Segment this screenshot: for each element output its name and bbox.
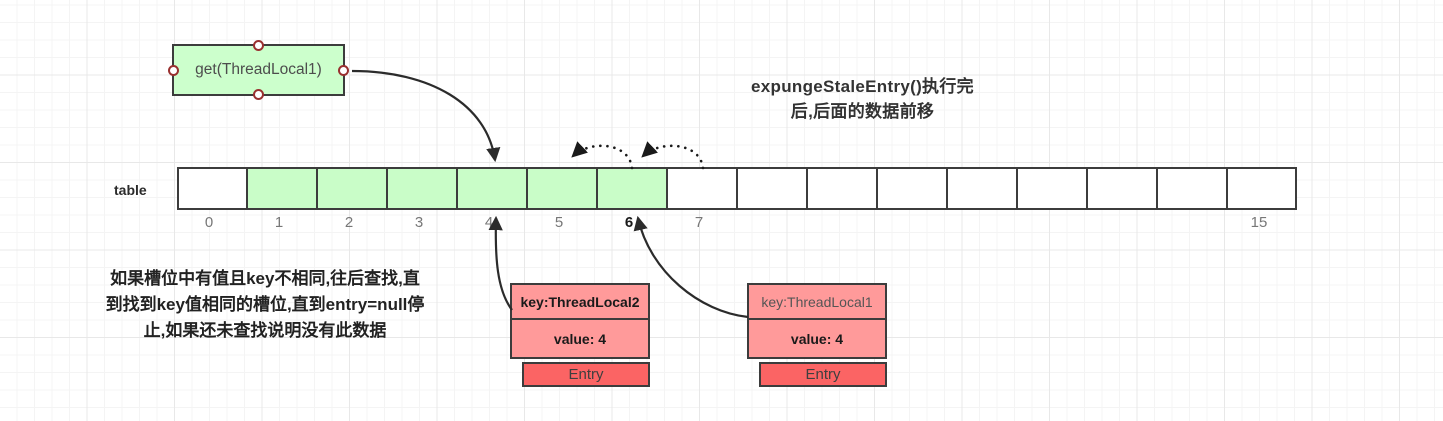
- entry-key-label: key:ThreadLocal1: [747, 283, 887, 319]
- table-slot-4[interactable]: [457, 167, 527, 210]
- connector-entry1-to-slot6: [633, 215, 749, 319]
- entry-footer-label: Entry: [522, 362, 650, 387]
- entry-footer-label: Entry: [759, 362, 887, 387]
- table-slot-5[interactable]: [527, 167, 597, 210]
- table-slot-11[interactable]: [947, 167, 1017, 210]
- lookup-note-line-3: 止,如果还未查找说明没有此数据: [143, 321, 387, 340]
- lookup-note-line-2: 到找到key值相同的槽位,直到entry=null停: [105, 295, 425, 314]
- table-index-label-2: 2: [344, 214, 354, 231]
- connector-shift-slot6-to-slot5: [571, 141, 634, 170]
- entry-key-label: key:ThreadLocal2: [510, 283, 650, 319]
- lookup-note-line-1: 如果槽位中有值且key不相同,往后查找,直: [110, 269, 420, 288]
- table-slot-10[interactable]: [877, 167, 947, 210]
- table-index-label-3: 3: [414, 214, 424, 231]
- connection-port-bottom-icon[interactable]: [253, 89, 264, 100]
- diagram-title-line-1: expungeStaleEntry()执行完: [751, 77, 974, 96]
- table-index-label-7: 7: [694, 214, 704, 231]
- diagram-title-line-2: 后,后面的数据前移: [790, 102, 935, 121]
- call-box-label: get(ThreadLocal1): [195, 61, 322, 78]
- table-slot-row: [177, 167, 1297, 210]
- table-label: table: [114, 182, 147, 198]
- lookup-note: 如果槽位中有值且key不相同,往后查找,直 到找到key值相同的槽位,直到ent…: [45, 266, 485, 344]
- table-slot-1[interactable]: [247, 167, 317, 210]
- entry-value-label: value: 4: [747, 319, 887, 359]
- entry-box-threadlocal1[interactable]: key:ThreadLocal1 value: 4 Entry: [747, 283, 887, 387]
- connection-port-top-icon[interactable]: [253, 40, 264, 51]
- table-index-label-5: 5: [554, 214, 564, 231]
- diagram-title: expungeStaleEntry()执行完 后,后面的数据前移: [700, 74, 1025, 124]
- table-slot-13[interactable]: [1087, 167, 1157, 210]
- table-slot-12[interactable]: [1017, 167, 1087, 210]
- table-slot-3[interactable]: [387, 167, 457, 210]
- table-slot-7[interactable]: [667, 167, 737, 210]
- table-slot-14[interactable]: [1157, 167, 1227, 210]
- entry-box-threadlocal2[interactable]: key:ThreadLocal2 value: 4 Entry: [510, 283, 650, 387]
- connector-shift-slot7-to-slot6: [641, 141, 705, 170]
- call-box-get-threadlocal1[interactable]: get(ThreadLocal1): [168, 40, 349, 100]
- connector-get-to-slot4: [351, 69, 501, 163]
- connection-port-left-icon[interactable]: [168, 64, 179, 76]
- connection-port-right-icon[interactable]: [338, 64, 349, 76]
- entry-value-label: value: 4: [510, 319, 650, 359]
- table-slot-8[interactable]: [737, 167, 807, 210]
- table-slot-15[interactable]: [1227, 167, 1297, 210]
- table-slot-2[interactable]: [317, 167, 387, 210]
- table-index-label-0: 0: [204, 214, 214, 231]
- table-index-label-1: 1: [274, 214, 284, 231]
- table-slot-0[interactable]: [177, 167, 247, 210]
- table-slot-9[interactable]: [807, 167, 877, 210]
- table-index-label-4: 4: [484, 214, 494, 231]
- table-index-label-6: 6: [624, 214, 634, 231]
- table-index-label-15: 15: [1250, 214, 1268, 231]
- table-slot-6[interactable]: [597, 167, 667, 210]
